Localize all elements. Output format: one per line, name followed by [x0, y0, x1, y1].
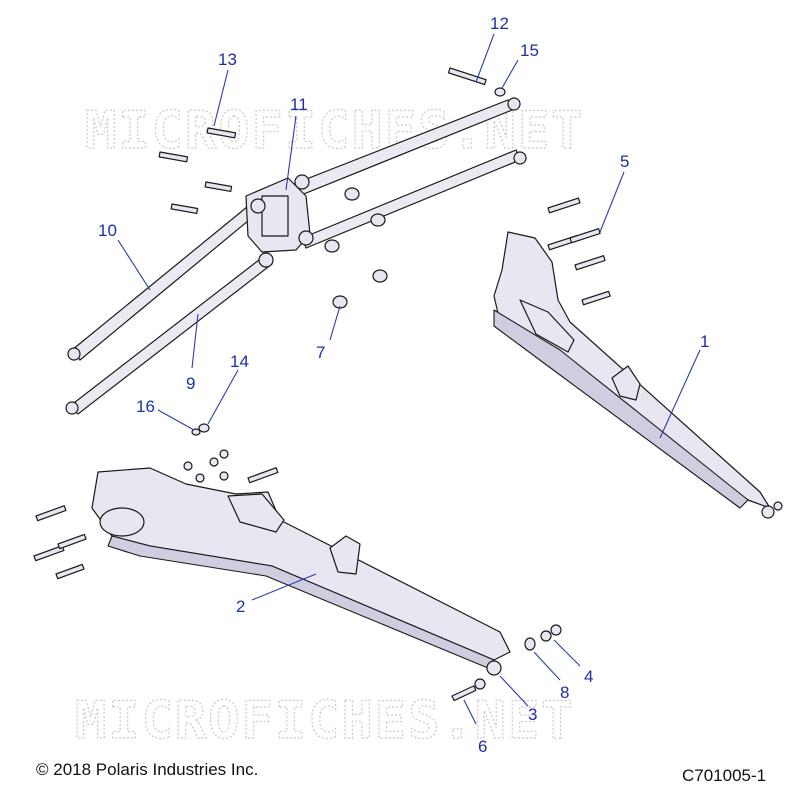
callout-13: 13	[218, 50, 237, 69]
trailing-arm-right	[493, 231, 783, 519]
diagram-code: C701005-1	[682, 766, 767, 785]
callout-9: 9	[186, 374, 195, 393]
trailing-arm-left	[91, 467, 511, 676]
callout-12: 12	[490, 14, 509, 33]
callout-11: 11	[290, 95, 308, 114]
callouts: 1 2 3 4 5 6 7 8 9 10 11 12 13 14 15 16	[98, 14, 709, 756]
callout-3: 3	[528, 705, 537, 724]
bushings-group-7	[191, 87, 506, 436]
callout-15: 15	[520, 41, 539, 60]
watermark-bottom: MICROFICHES.NET	[75, 691, 575, 751]
hardware-group-bottom	[451, 624, 562, 702]
callout-4: 4	[584, 667, 593, 686]
bolts-group-5	[547, 197, 611, 306]
callout-14: 14	[230, 352, 249, 371]
callout-6: 6	[478, 737, 487, 756]
callout-16: 16	[136, 397, 155, 416]
callout-5: 5	[620, 152, 629, 171]
copyright-text: © 2018 Polaris Industries Inc.	[36, 760, 259, 779]
callout-2: 2	[236, 597, 245, 616]
callout-7: 7	[316, 343, 325, 362]
callout-1: 1	[700, 332, 709, 351]
control-links	[65, 97, 527, 415]
leader-lines	[117, 33, 701, 725]
callout-10: 10	[98, 221, 117, 240]
callout-8: 8	[560, 683, 569, 702]
bolts-group-left	[33, 449, 279, 580]
